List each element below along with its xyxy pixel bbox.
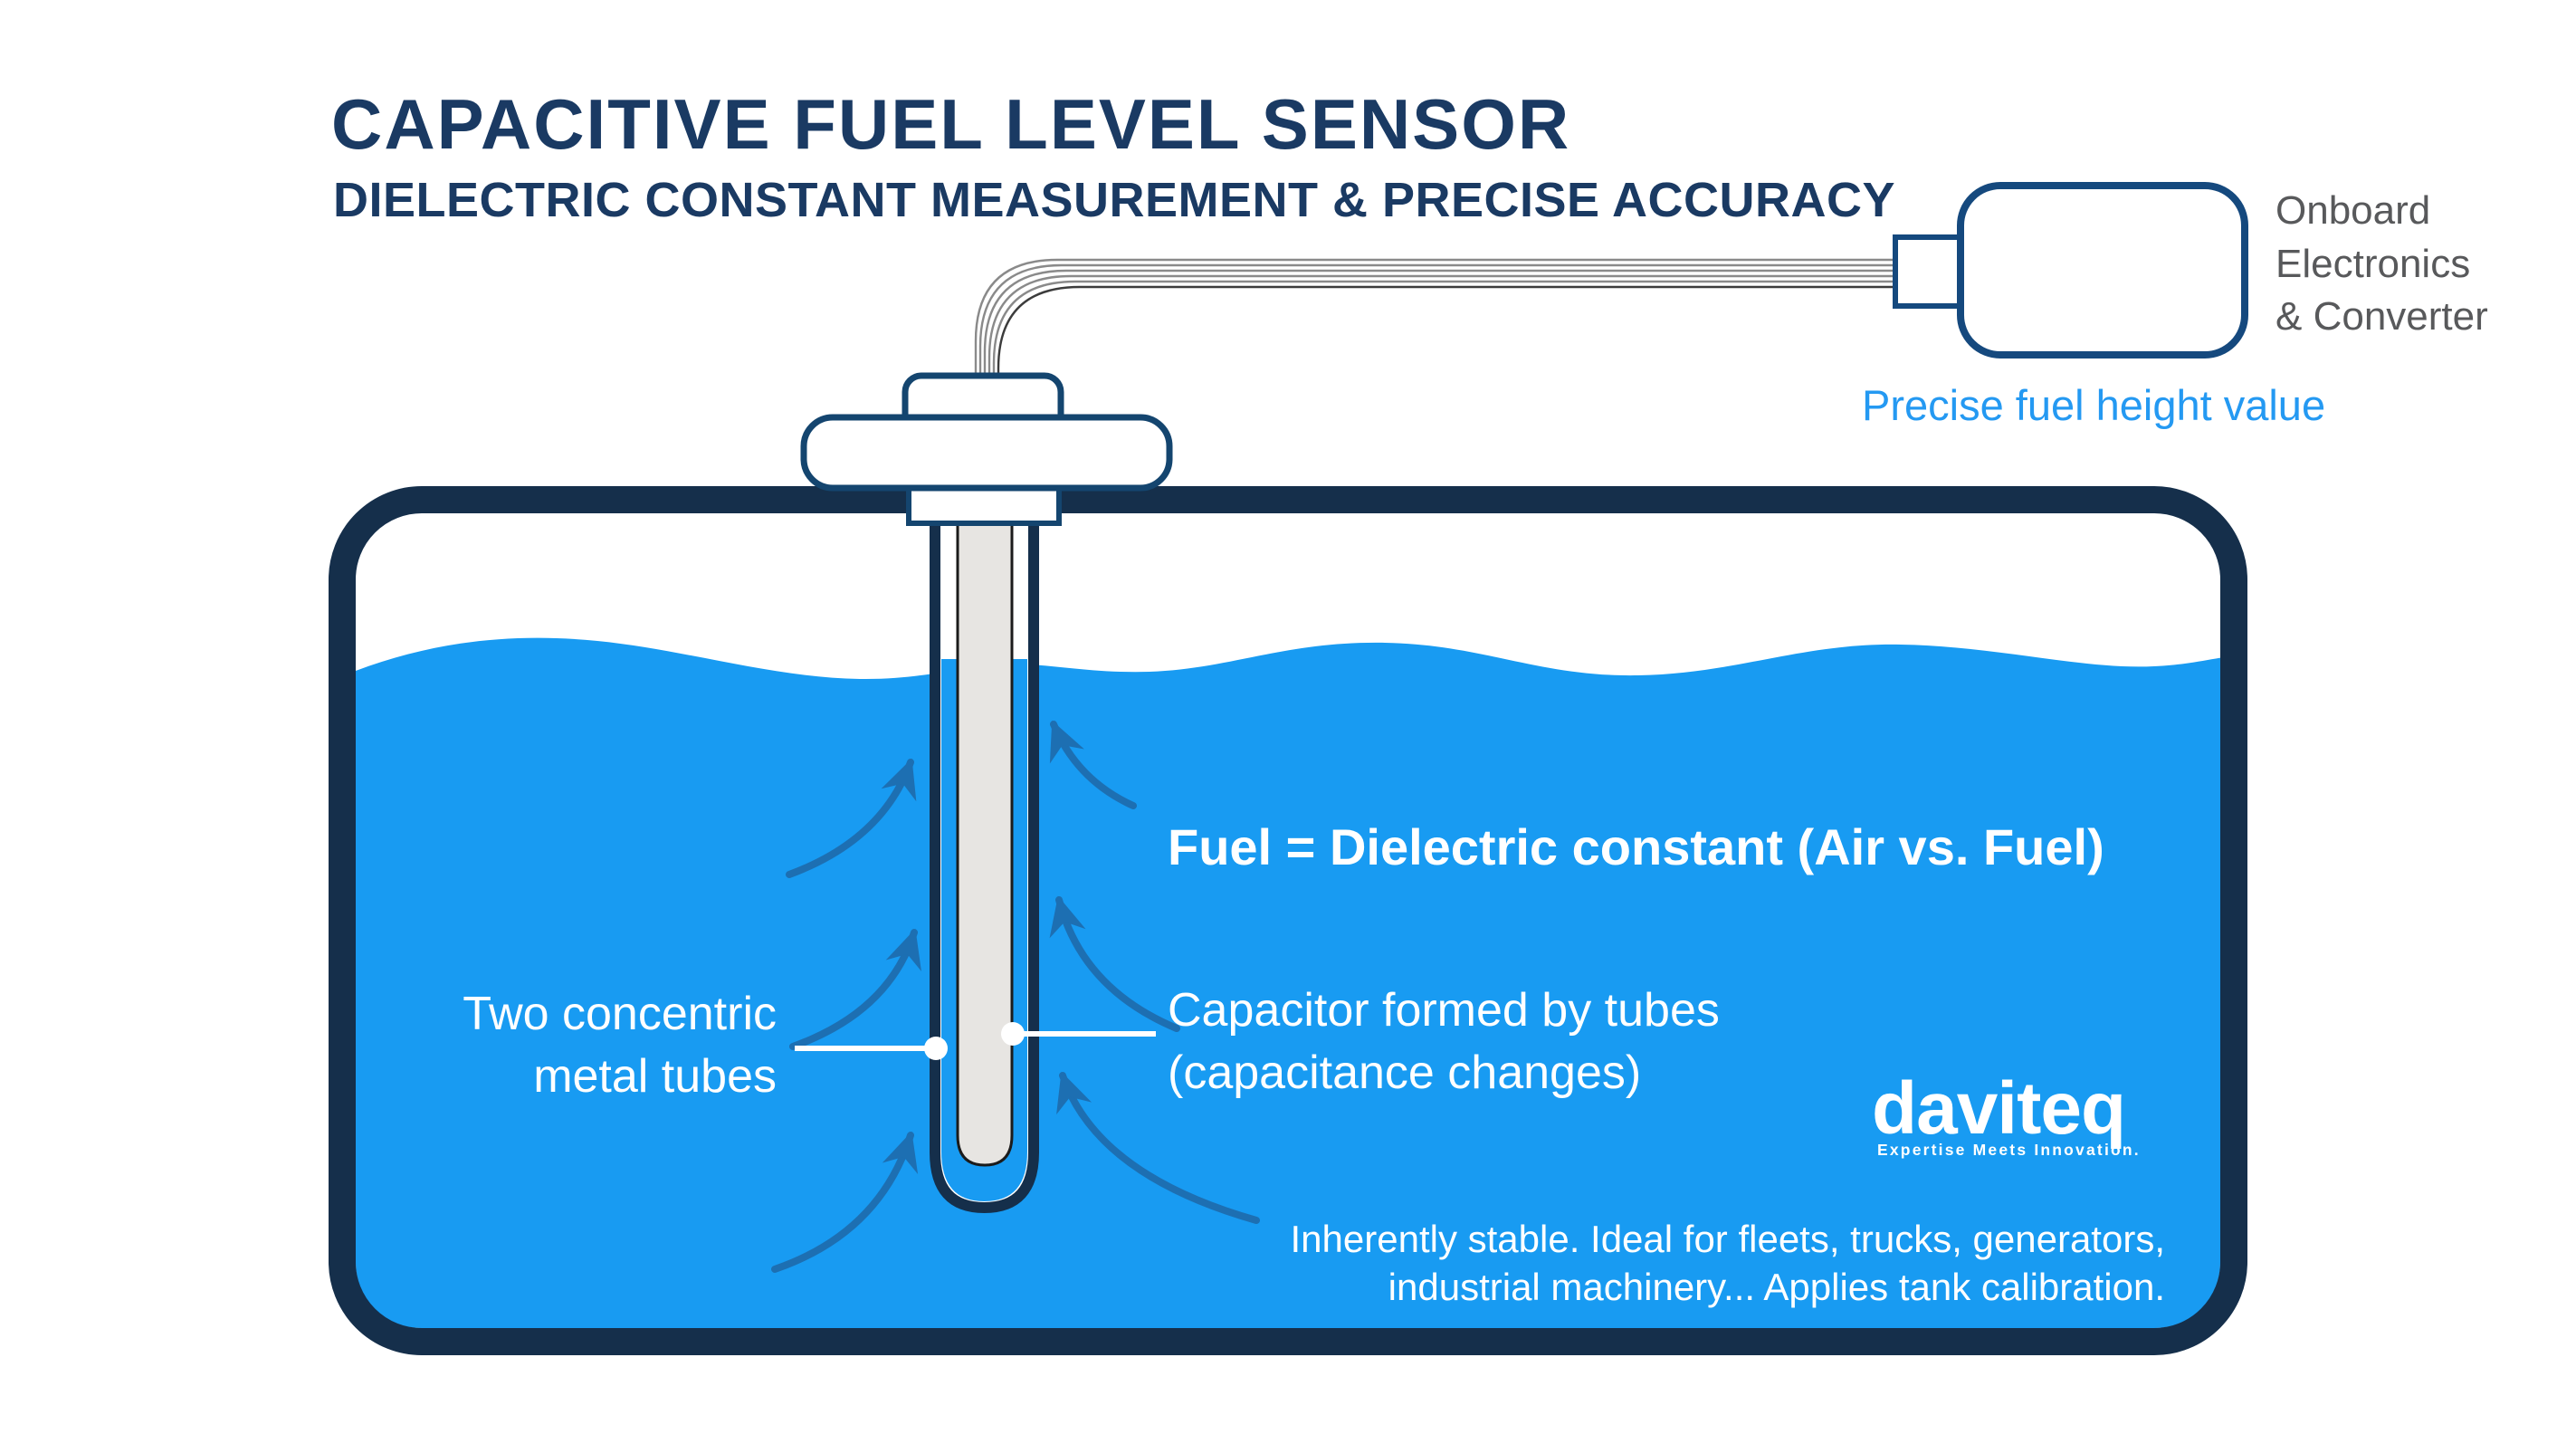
- up-arrow-icon: [1049, 720, 1137, 809]
- up-arrow-icon: [786, 758, 917, 878]
- electronics-box: [1957, 182, 2248, 358]
- leader-dot-icon: [924, 1037, 948, 1060]
- sensor-flange: [800, 414, 1173, 492]
- footer-note: Inherently stable. Ideal for fleets, tru…: [1290, 1218, 2166, 1309]
- page-title: CAPACITIVE FUEL LEVEL SENSOR: [331, 84, 1571, 164]
- daviteq-logo: daviteq: [1872, 1067, 2126, 1150]
- inner-tube: [956, 503, 1014, 1167]
- fuel-flow-arrows: [771, 720, 1260, 1273]
- daviteq-tagline: Expertise Meets Innovation.: [1877, 1141, 2141, 1159]
- up-arrow-icon: [1056, 1071, 1260, 1224]
- cable-connector: [1893, 234, 1969, 309]
- up-arrow-icon: [1049, 895, 1180, 1032]
- cable-wire: [997, 285, 1897, 391]
- fuel-dielectric-equation: Fuel = Dielectric constant (Air vs. Fuel…: [1168, 818, 2104, 875]
- sensor-cable: [974, 258, 1897, 391]
- cable-wire: [974, 258, 1897, 391]
- cable-wire: [983, 269, 1897, 391]
- precise-fuel-height-label: Precise fuel height value: [1862, 381, 2326, 429]
- page-subtitle: DIELECTRIC CONSTANT MEASUREMENT & PRECIS…: [333, 173, 1896, 227]
- leader-dot-icon: [1001, 1022, 1025, 1046]
- tank-outline: [329, 486, 2247, 1355]
- cable-wire: [987, 274, 1897, 391]
- two-concentric-tubes-label: Two concentric metal tubes: [463, 988, 777, 1103]
- sensor-probe: [930, 503, 1039, 1214]
- tank-interior: [356, 513, 2220, 1328]
- cable-wire: [978, 263, 1897, 391]
- capacitor-formed-label: Capacitor formed by tubes (capacitance c…: [1168, 984, 1720, 1099]
- leader-lines: [795, 1022, 1156, 1060]
- cable-wire: [992, 280, 1897, 391]
- onboard-electronics-label: Onboard Electronics & Converter: [2275, 188, 2488, 339]
- up-arrow-icon: [771, 1131, 919, 1273]
- fuel-body: [356, 637, 2220, 1328]
- up-arrow-icon: [789, 928, 921, 1050]
